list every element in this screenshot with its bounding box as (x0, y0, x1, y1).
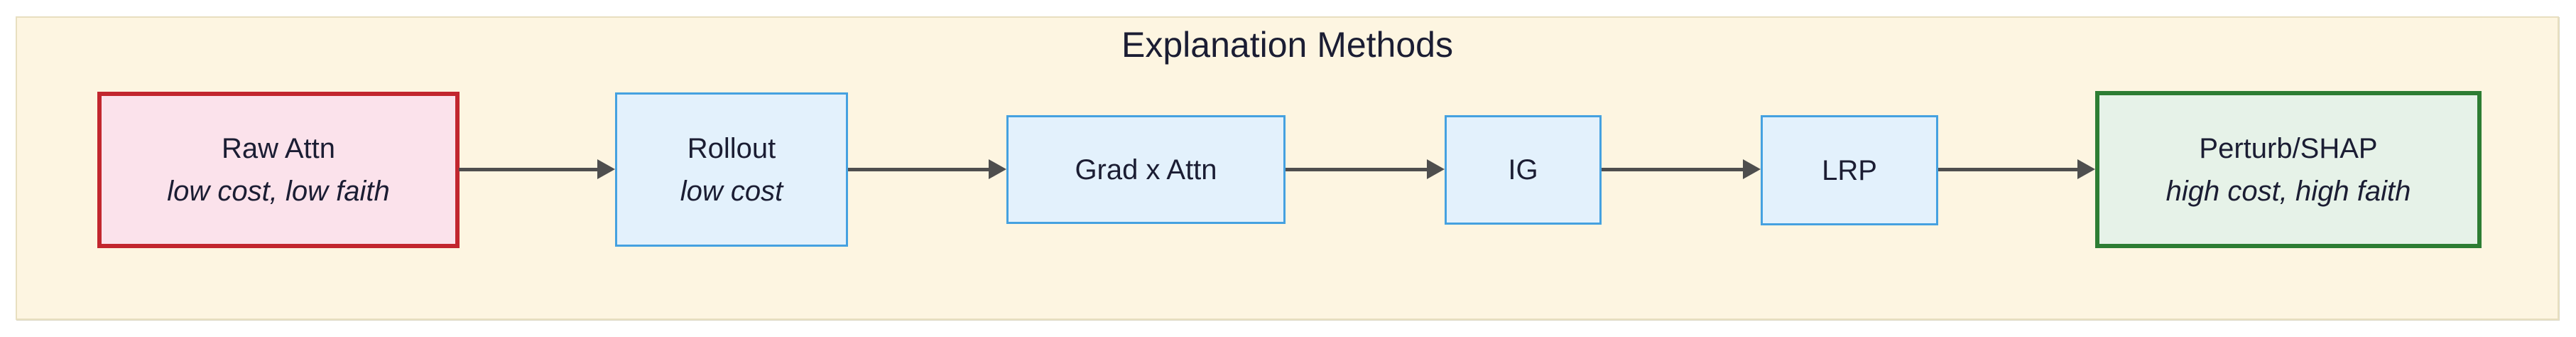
explanation-methods-cluster: Explanation Methods Raw Attn low cost, l… (16, 16, 2559, 320)
node-lrp: LRP (1761, 115, 1938, 225)
node-title: Raw Attn (221, 133, 336, 164)
arrowhead-icon (597, 159, 615, 179)
node-ig: IG (1445, 115, 1602, 225)
node-subtitle: high cost, high faith (2165, 175, 2411, 207)
edge-raw-attn-to-rollout (459, 159, 615, 179)
edge-line (1286, 168, 1441, 171)
arrowhead-icon (1427, 159, 1445, 179)
edge-ig-to-lrp (1602, 159, 1761, 179)
edge-line (1602, 168, 1757, 171)
arrowhead-icon (2077, 159, 2095, 179)
node-raw-attn: Raw Attn low cost, low faith (97, 92, 460, 248)
node-subtitle: low cost (680, 175, 783, 207)
node-grad-x-attn: Grad x Attn (1006, 115, 1286, 224)
edge-line (1938, 168, 2092, 171)
edge-line (459, 168, 612, 171)
node-title: Perturb/SHAP (2199, 132, 2378, 164)
node-title: Grad x Attn (1075, 154, 1217, 186)
node-title: Rollout (687, 132, 776, 164)
arrowhead-icon (1743, 159, 1761, 179)
edge-grad-x-attn-to-ig (1286, 159, 1445, 179)
node-title: IG (1508, 154, 1538, 186)
node-rollout: Rollout low cost (615, 92, 848, 247)
edge-line (848, 168, 1003, 171)
edge-rollout-to-grad-x-attn (848, 159, 1006, 179)
node-perturb-shap: Perturb/SHAP high cost, high faith (2095, 91, 2482, 248)
cluster-title: Explanation Methods (1121, 25, 1453, 65)
arrowhead-icon (989, 159, 1006, 179)
edge-lrp-to-perturb-shap (1938, 159, 2095, 179)
node-title: LRP (1822, 154, 1877, 186)
node-subtitle: low cost, low faith (167, 176, 390, 207)
